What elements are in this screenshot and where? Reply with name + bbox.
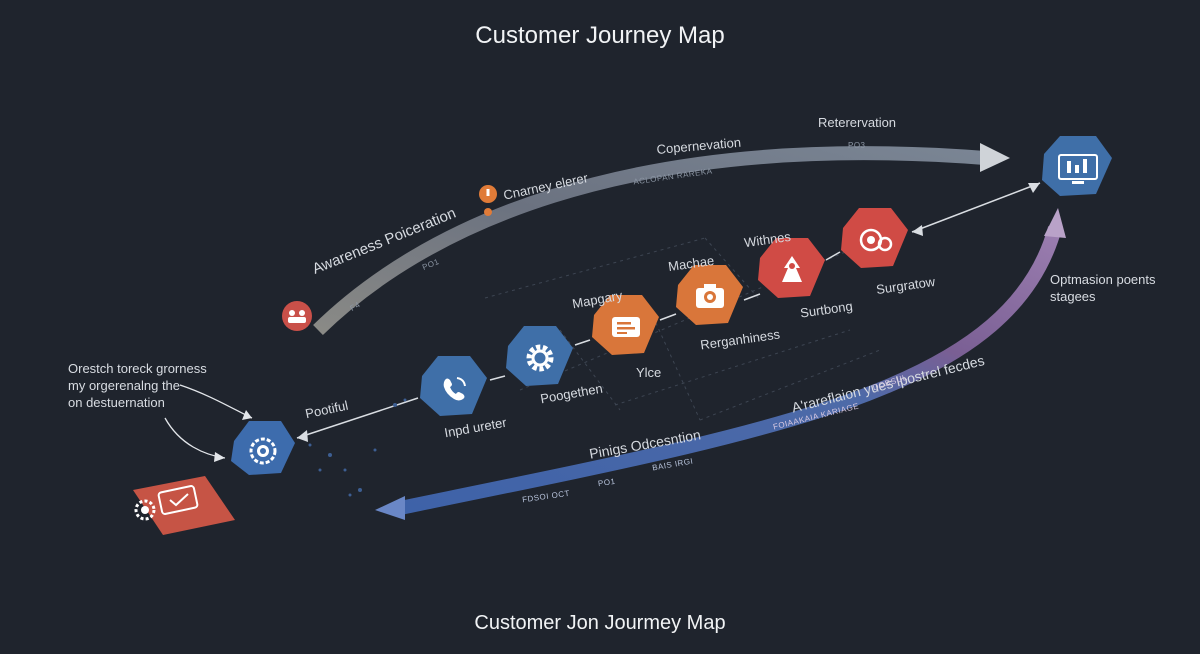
journey-exclamation-icon [479,185,497,216]
background-grid [484,237,881,421]
stage-1-hexagon [420,356,487,416]
note-pointer-head-2 [214,452,225,462]
bottom-return-arc [398,226,1062,515]
feedback-card [133,476,235,535]
top-arc-arrowhead [980,143,1010,172]
stage-2-hexagon [506,326,573,386]
feedback-gear-icon [134,499,156,521]
particle-trail [308,398,407,497]
message-icon [612,317,640,337]
stage-5-node [758,238,825,298]
stage-3-caption: Ylce [636,365,662,380]
stage-layer [420,208,908,416]
start-node [231,421,295,475]
left-note-line-1: Orestch toreck grorness [68,361,207,376]
top-journey-arc [313,146,986,336]
flow-arrow-right [1028,183,1040,193]
stage-6-node [841,208,908,268]
figure-icon [782,256,802,282]
note-pointer-head-1 [242,410,252,420]
gauge-icon [859,228,893,252]
awareness-people-icon [282,301,312,331]
page-title: Customer Journey Map [475,22,725,49]
top-tag-4: PO3 [848,141,866,150]
left-note: Orestch toreck grorness my orgerenalng t… [68,360,228,411]
bottom-arc-up-arrowhead [1044,208,1066,238]
stage-1-node [420,356,487,416]
right-note: Optmasion poents stagees [1050,271,1190,305]
stage-flow-line [296,182,1041,439]
stage-2-node [506,326,573,386]
left-note-line-2: my orgerenalng the [68,378,181,393]
phone-icon [443,377,466,401]
right-note-line-2: stagees [1050,289,1096,304]
stage-3-node [592,295,659,355]
camera-icon [696,284,724,308]
left-note-line-3: on destuernation [68,395,165,410]
retention-label: Reterervation [818,115,897,130]
flow-arrow-mid [912,225,923,236]
flow-arrow-left [297,430,308,442]
end-node [1042,136,1112,196]
bottom-arc-arrowhead [375,496,405,520]
stage-4-node [676,265,743,325]
footer-title: Customer Jon Jourmey Map [474,612,726,634]
stage-6-hexagon [841,208,908,268]
gear-icon [526,344,554,372]
right-note-line-1: Optmasion poents [1050,272,1156,287]
